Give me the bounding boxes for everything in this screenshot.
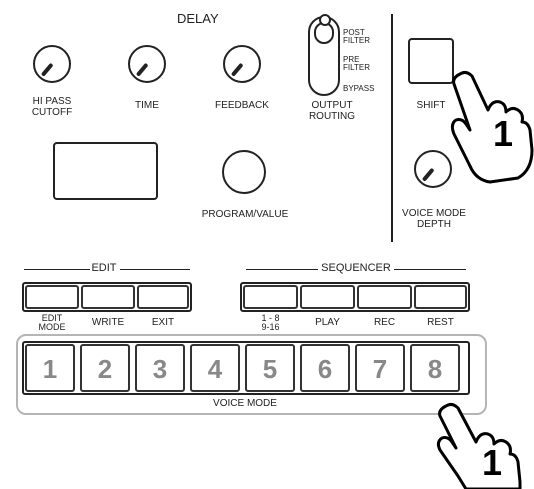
knob-pointer: [135, 62, 149, 77]
step-button-8[interactable]: 8: [410, 344, 460, 392]
sequencer-button-row: [240, 282, 470, 312]
knob-pointer: [421, 167, 435, 182]
time-knob[interactable]: [128, 45, 166, 83]
step-button-1[interactable]: 1: [25, 344, 75, 392]
page-1-8-button[interactable]: [243, 285, 298, 309]
feedback-knob[interactable]: [223, 45, 261, 83]
feedback-label: FEEDBACK: [215, 100, 269, 111]
voice-mode-label: VOICE MODE: [213, 398, 277, 409]
shift-button[interactable]: [408, 38, 454, 84]
switch-cap: [319, 14, 331, 26]
step-button-row: [22, 341, 470, 395]
knob-pointer: [40, 62, 54, 77]
time-label: TIME: [135, 100, 159, 111]
shift-label: SHIFT: [416, 100, 446, 111]
section-divider: [391, 14, 393, 242]
sequencer-section-title: SEQUENCER: [321, 262, 391, 274]
exit-button[interactable]: [137, 285, 189, 309]
delay-section-title: DELAY: [177, 11, 219, 26]
play-label: PLAY: [315, 317, 340, 328]
sequencer-header-line-left: [246, 269, 318, 270]
voice-mode-depth-knob[interactable]: [414, 150, 452, 188]
rec-button[interactable]: [357, 285, 412, 309]
edit-mode-button[interactable]: [25, 285, 79, 309]
step-button-7[interactable]: 7: [355, 344, 405, 392]
write-label: WRITE: [91, 317, 125, 328]
edit-header-line-right: [120, 269, 190, 270]
pointing-hand-icon: [436, 402, 522, 489]
step-button-4[interactable]: 4: [190, 344, 240, 392]
step-button-2[interactable]: 2: [80, 344, 130, 392]
sequencer-header-line-right: [394, 269, 466, 270]
output-routing-switch[interactable]: [308, 16, 340, 96]
routing-bypass-label: BYPASS: [343, 84, 375, 93]
edit-section-title: EDIT: [91, 262, 117, 274]
step-button-5[interactable]: 5: [245, 344, 295, 392]
step-button-6[interactable]: 6: [300, 344, 350, 392]
pointing-hand-icon: [450, 70, 534, 184]
edit-header-line-left: [24, 269, 90, 270]
play-button[interactable]: [300, 285, 355, 309]
write-button[interactable]: [81, 285, 135, 309]
voice-mode-highlight: [16, 334, 487, 415]
rest-button[interactable]: [414, 285, 467, 309]
display-screen: [53, 142, 158, 200]
program-value-knob[interactable]: [222, 150, 266, 194]
callout-number: 1: [493, 113, 514, 154]
rec-label: REC: [373, 317, 396, 328]
edit-button-row: [22, 282, 192, 312]
rest-label: REST: [427, 317, 454, 328]
step-button-3[interactable]: 3: [135, 344, 185, 392]
program-value-label: PROGRAM/VALUE: [201, 209, 289, 220]
hi-pass-cutoff-knob[interactable]: [33, 45, 71, 83]
exit-label: EXIT: [151, 317, 175, 328]
knob-pointer: [230, 62, 244, 77]
callout-number: 1: [482, 442, 503, 483]
